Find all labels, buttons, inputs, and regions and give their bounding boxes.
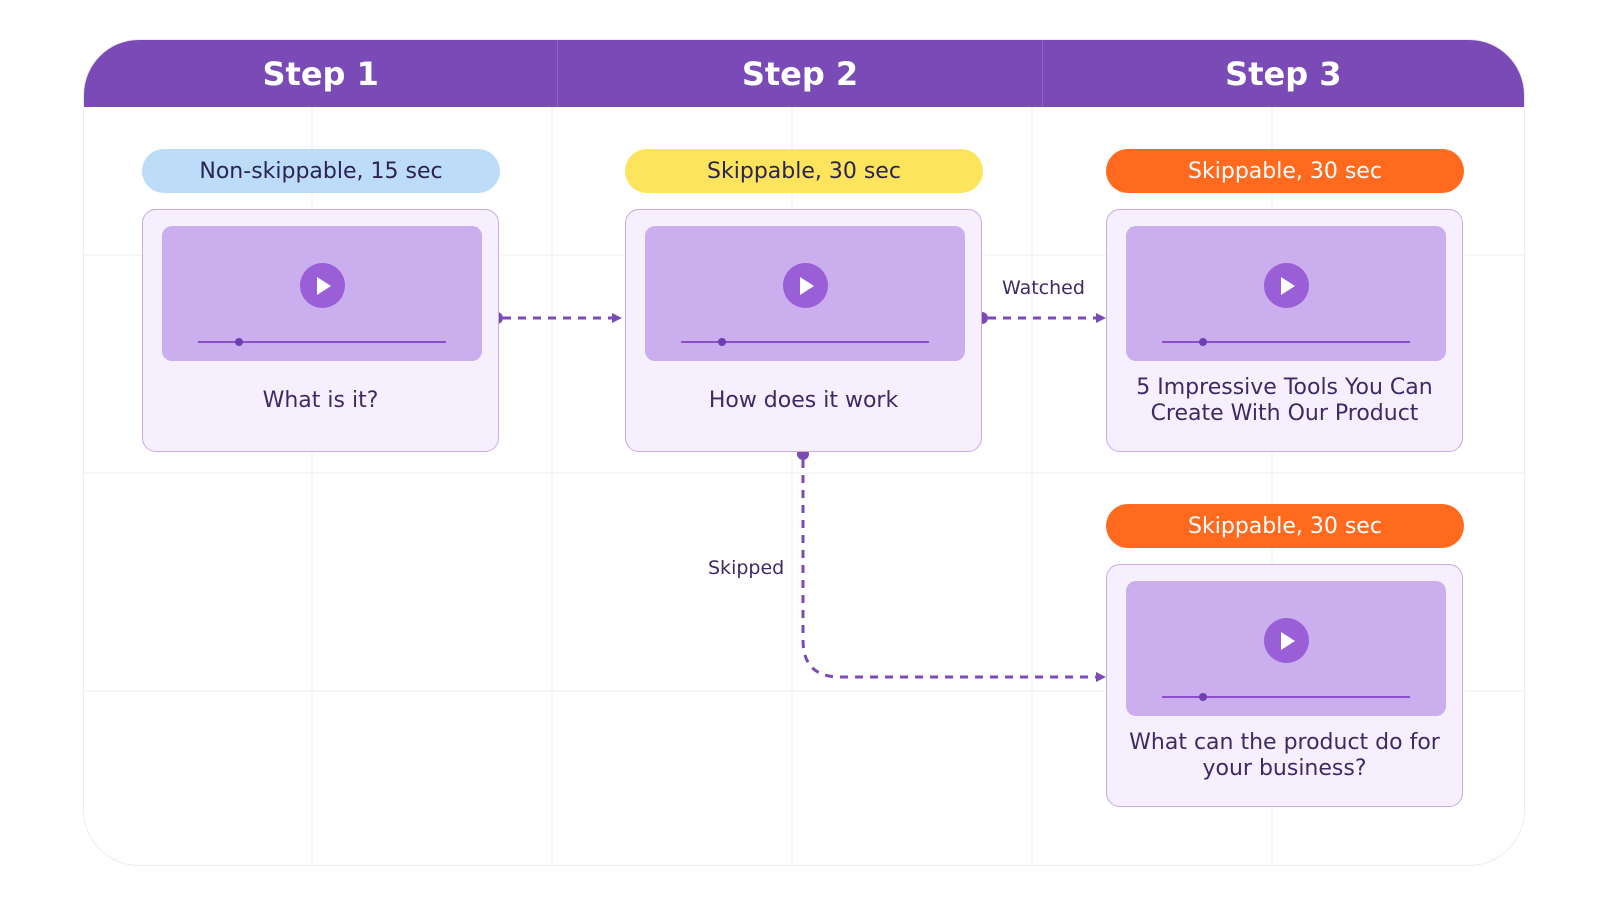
badge-skippable-step3-skipped: Skippable, 30 sec: [1106, 504, 1464, 548]
video-thumbnail: [1126, 226, 1446, 361]
badge-label: Skippable, 30 sec: [1188, 158, 1382, 184]
play-icon[interactable]: [783, 263, 828, 308]
badge-skippable-step3-watched: Skippable, 30 sec: [1106, 149, 1464, 193]
edge-label-skipped: Skipped: [708, 557, 785, 579]
progress-track: [198, 338, 446, 346]
connector-step1-to-step2: [491, 312, 622, 324]
progress-knob: [235, 338, 243, 346]
progress-track: [681, 338, 929, 346]
video-thumbnail: [645, 226, 965, 361]
progress-knob: [1199, 338, 1207, 346]
steps-header: Step 1 Step 2 Step 3: [84, 40, 1524, 107]
video-title: 5 Impressive Tools You Can Create With O…: [1136, 375, 1433, 426]
step-3-heading: Step 3: [1225, 54, 1342, 93]
play-icon[interactable]: [1264, 618, 1309, 663]
video-thumbnail: [162, 226, 482, 361]
connector-skipped: [797, 448, 1106, 682]
progress-track: [1162, 693, 1410, 701]
video-card-what-is-it[interactable]: What is it?: [142, 209, 499, 452]
step-1-heading: Step 1: [84, 40, 559, 107]
play-icon[interactable]: [1264, 263, 1309, 308]
progress-track: [1162, 338, 1410, 346]
video-card-how-it-works[interactable]: How does it work: [625, 209, 982, 452]
step-2-heading: Step 2: [558, 40, 1043, 107]
connector-watched: [976, 312, 1106, 324]
badge-skippable-step2: Skippable, 30 sec: [625, 149, 983, 193]
video-card-product-for-business[interactable]: What can the product do for your busines…: [1106, 564, 1463, 807]
progress-knob: [1199, 693, 1207, 701]
progress-knob: [718, 338, 726, 346]
video-card-impressive-tools[interactable]: 5 Impressive Tools You Can Create With O…: [1106, 209, 1463, 452]
badge-label: Skippable, 30 sec: [707, 158, 901, 184]
badge-label: Non-skippable, 15 sec: [199, 158, 443, 184]
play-icon[interactable]: [300, 263, 345, 308]
video-title: What is it?: [262, 388, 379, 413]
video-title: How does it work: [708, 388, 899, 413]
video-title: What can the product do for your busines…: [1129, 730, 1440, 781]
edge-label-watched: Watched: [1002, 277, 1085, 299]
video-thumbnail: [1126, 581, 1446, 716]
badge-non-skippable: Non-skippable, 15 sec: [142, 149, 500, 193]
badge-label: Skippable, 30 sec: [1188, 513, 1382, 539]
